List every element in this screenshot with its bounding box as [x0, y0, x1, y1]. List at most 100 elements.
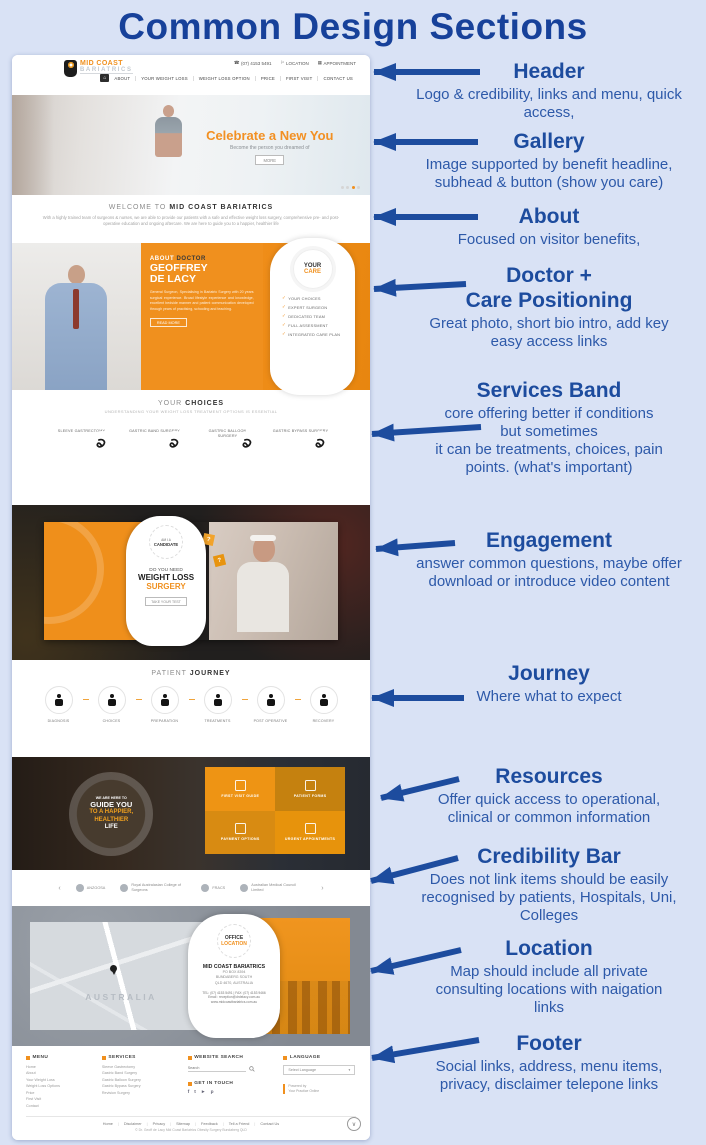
nav-item[interactable]: ABOUT: [109, 75, 137, 81]
footer-menu-link[interactable]: About: [26, 1071, 36, 1076]
footer-bottom-link[interactable]: Home: [103, 1122, 124, 1126]
scroll-down-button[interactable]: ∨: [347, 1117, 361, 1131]
search-icon[interactable]: [248, 1065, 255, 1072]
footer-bottom-link[interactable]: Tell a Friend: [229, 1122, 261, 1126]
service-item[interactable]: GASTRIC BAND SURGERY: [127, 424, 188, 457]
photo-head: [163, 105, 175, 117]
footer-search-column: WEBSITE SEARCH GET IN TOUCH: [187, 1055, 284, 1109]
photo-head: [68, 265, 86, 284]
journey-step[interactable]: DIAGNOSIS: [37, 686, 89, 723]
take-test-button[interactable]: TAKE YOUR TEST: [145, 597, 187, 607]
annotation-resources: Resources Offer quick access to operatio…: [437, 765, 661, 827]
journey-step-circle: [256, 686, 285, 714]
doctor-kicker: ABOUT DOCTOR: [149, 256, 206, 262]
footer-bottom-link[interactable]: Contact Us: [260, 1122, 280, 1127]
check-icon: ✓: [281, 331, 286, 336]
search-input[interactable]: [187, 1065, 246, 1072]
nav-item[interactable]: FIRST VISIT: [281, 75, 319, 81]
location-link[interactable]: ⚐ LOCATION: [280, 60, 309, 66]
page-title: Common Design Sections: [118, 6, 588, 47]
stomach-icon: [242, 438, 252, 448]
footer-menu-link[interactable]: Your Weight Loss: [26, 1077, 55, 1082]
twitter-icon[interactable]: t: [194, 1090, 196, 1095]
footer-bottom-link[interactable]: Disclaimer: [124, 1122, 153, 1126]
journey-step[interactable]: POST OPERATIVE: [249, 686, 301, 723]
footer-menu-link[interactable]: Home: [26, 1065, 36, 1069]
mock-topbar: ☎ (07) 4153 5491 ⚐ LOCATION ▦ APPOINTMEN…: [12, 55, 370, 71]
resource-tile[interactable]: PAYMENT OPTIONS: [205, 810, 276, 855]
chevron-down-icon: ∨: [351, 1121, 357, 1128]
service-item[interactable]: SLEEVE GASTRECTOMY: [54, 424, 115, 457]
journey-step[interactable]: PREPARATION: [143, 686, 195, 723]
document-icon: [234, 823, 246, 835]
appointment-link[interactable]: ▦ APPOINTMENT: [317, 60, 356, 66]
resource-tile[interactable]: URGENT APPOINTMENTS: [275, 810, 345, 855]
practice-email[interactable]: Email : reception@drdelacy.com.au: [208, 995, 260, 1000]
hero-more-button[interactable]: MORE: [255, 155, 285, 165]
care-checklist-item[interactable]: ✓ YOUR CHOICES: [281, 295, 321, 301]
journey-step[interactable]: TREATMENTS: [196, 686, 248, 723]
practice-phone[interactable]: TEL: (07) 4153 5491 | FAX: (07) 4153 946…: [202, 991, 266, 996]
footer-menu-link[interactable]: Contact: [26, 1103, 39, 1108]
footer-menu-link[interactable]: First Visit: [26, 1097, 42, 1102]
home-icon[interactable]: ⌂: [100, 74, 110, 82]
carousel-dot-active[interactable]: [351, 186, 355, 189]
carousel-next-icon[interactable]: ›: [321, 884, 324, 892]
facebook-icon[interactable]: f: [187, 1090, 190, 1095]
location-map[interactable]: AUSTRALIA: [30, 922, 212, 1030]
language-select[interactable]: Select Language ▾: [283, 1065, 356, 1075]
carousel-prev-icon[interactable]: ‹: [58, 884, 61, 892]
journey-step[interactable]: RECOVERY: [302, 686, 346, 723]
seal-icon: [120, 884, 129, 892]
service-item[interactable]: GASTRIC BALLOON SURGERY: [200, 424, 261, 457]
mock-engagement-band: ? ? AM I A CANDIDATE DO YOU NEED WEIGHT …: [12, 505, 370, 660]
nav-item[interactable]: CONTACT US: [323, 75, 353, 81]
nav-item[interactable]: WEIGHT LOSS OPTION: [194, 75, 256, 81]
phone-number: (07) 4153 5491: [240, 60, 272, 66]
footer-divider: [26, 1116, 356, 1118]
journey-heading: PATIENT JOURNEY: [151, 670, 231, 677]
powered-by[interactable]: Powered by Your Practice Online: [283, 1084, 356, 1094]
footer-bottom-link[interactable]: Sitemap: [176, 1122, 201, 1126]
practice-website[interactable]: www.midcoastbariatrics.com.au: [210, 1000, 258, 1005]
footer-service-link[interactable]: Gastric Bypass Surgery: [101, 1084, 141, 1089]
resource-tile[interactable]: PATIENT FORMS: [275, 767, 345, 811]
footer-service-link[interactable]: Gastric Balloon Surgery: [101, 1077, 141, 1082]
footer-menu-link[interactable]: Price: [26, 1090, 35, 1095]
youtube-icon[interactable]: ►: [200, 1090, 206, 1095]
footer-bottom-link[interactable]: Privacy: [153, 1122, 176, 1126]
footer-service-link[interactable]: Sleeve Gastrectomy: [101, 1065, 136, 1069]
carousel-dot[interactable]: [357, 186, 360, 189]
carousel-dot[interactable]: [346, 186, 349, 189]
seal-icon: [75, 884, 84, 892]
read-more-button[interactable]: READ MORE: [149, 318, 187, 328]
engagement-line3: SURGERY: [146, 582, 186, 592]
footer-bottom-link[interactable]: Feedback: [201, 1122, 229, 1126]
footer-service-link[interactable]: Revision Surgery: [101, 1090, 130, 1095]
carousel-dot[interactable]: [340, 186, 344, 189]
journey-step[interactable]: CHOICES: [90, 686, 142, 723]
mock-services-band: YOUR CHOICES UNDERSTANDING YOUR WEIGHT L…: [12, 390, 370, 505]
pinterest-icon[interactable]: p: [210, 1090, 214, 1095]
care-checklist-item[interactable]: ✓ DEDICATED TEAM: [281, 313, 326, 319]
footer-menu-link[interactable]: Weight Loss Options: [26, 1084, 60, 1089]
footer-search-title: WEBSITE SEARCH: [187, 1055, 284, 1060]
phone-link[interactable]: ☎ (07) 4153 5491: [234, 60, 272, 66]
nav-item[interactable]: YOUR WEIGHT LOSS: [136, 75, 194, 81]
nav-item[interactable]: PRICE: [256, 75, 281, 81]
seal-icon: [240, 884, 249, 892]
resource-tile[interactable]: FIRST VISIT GUIDE: [205, 767, 276, 811]
service-item[interactable]: GASTRIC BYPASS SURGERY: [273, 424, 334, 457]
site-logo[interactable]: MID COAST BARIATRICS: [64, 60, 133, 77]
care-checklist-item[interactable]: ✓ EXPERT SURGEON: [281, 304, 328, 310]
care-checklist-item[interactable]: ✓ FULL ASSESSMENT: [281, 322, 329, 328]
footer-menu-title: MENU: [26, 1055, 102, 1060]
care-checklist-item[interactable]: ✓ INTEGRATED CARE PLAN: [281, 331, 341, 337]
hero-text-block: Celebrate a New You Become the person yo…: [187, 128, 352, 165]
bullet-icon: [26, 1055, 30, 1060]
journey-steps: DIAGNOSIS CHOICES PREPARATION TREATMEN: [12, 686, 370, 723]
patient-figure-icon: [160, 694, 169, 706]
annotation-footer: Footer Social links, address, menu items…: [435, 1032, 663, 1094]
footer-service-link[interactable]: Gastric Band Surgery: [101, 1071, 138, 1076]
